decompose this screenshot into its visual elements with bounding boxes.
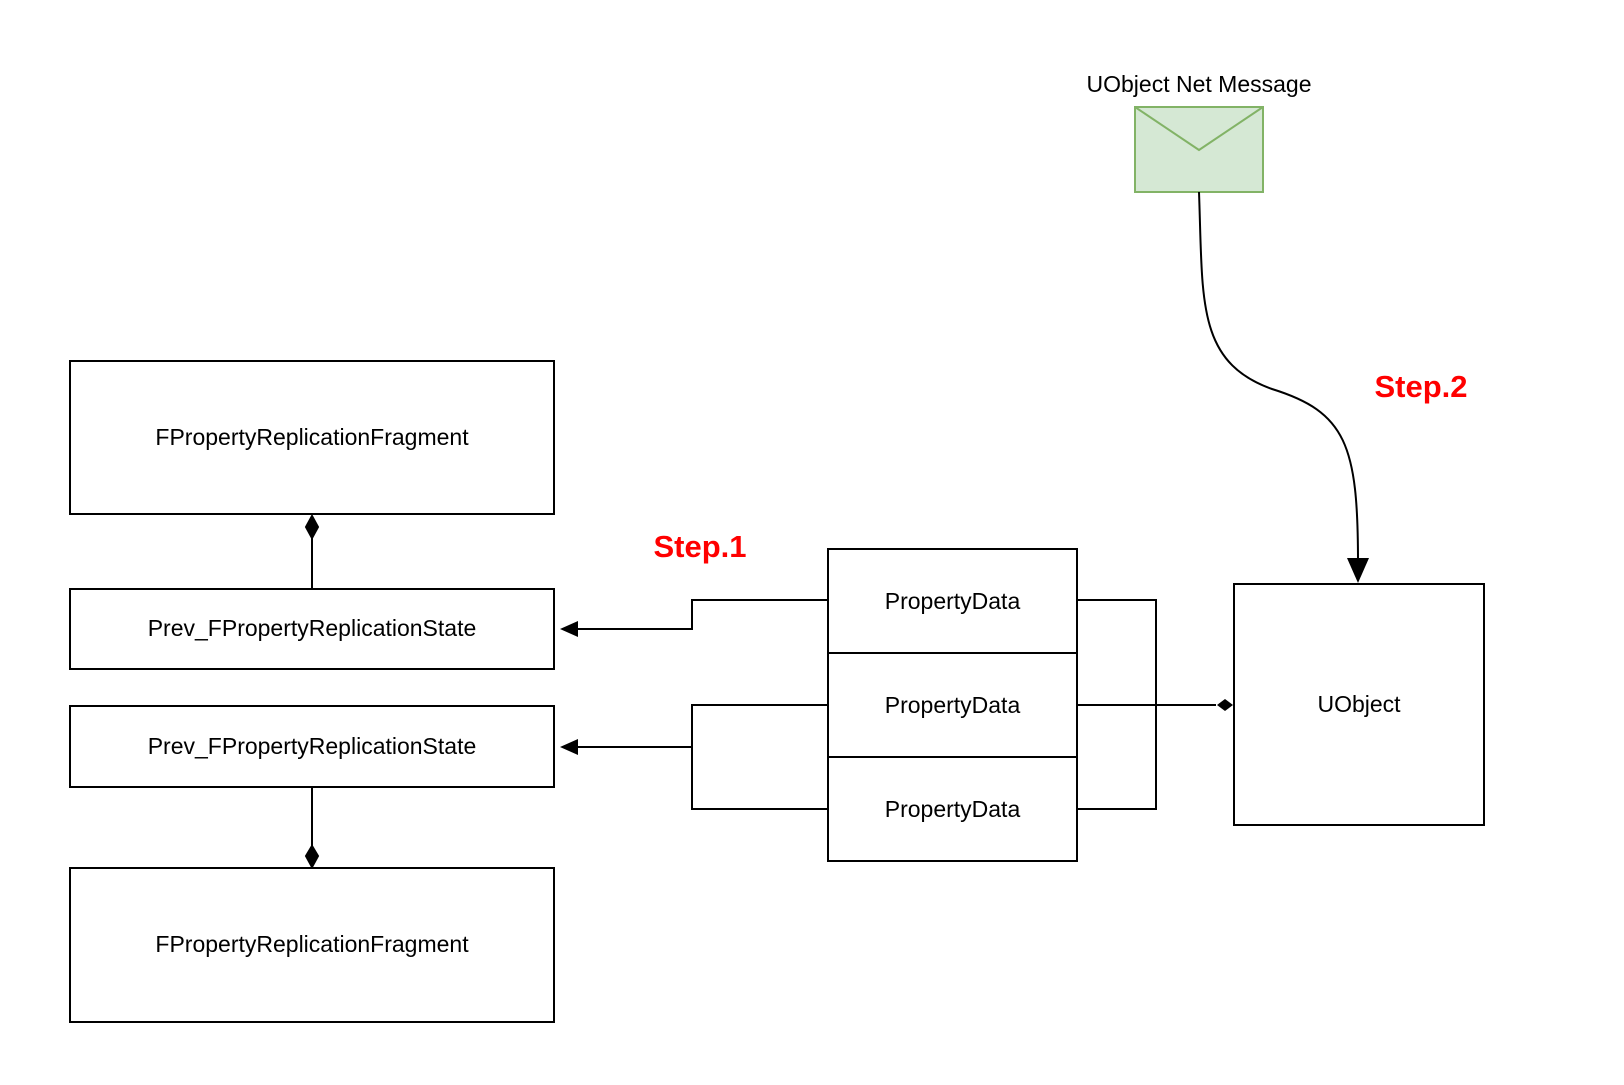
- arrowhead-left-icon: [560, 621, 578, 637]
- composition-edge-bottom: [304, 788, 320, 870]
- node-label: FPropertyReplicationFragment: [155, 423, 469, 450]
- property-data-row: PropertyData: [829, 652, 1076, 756]
- step1-edge: [560, 599, 827, 637]
- node-label: UObject: [1317, 690, 1401, 717]
- node-prev-state-1: Prev_FPropertyReplicationState: [69, 588, 555, 670]
- node-property-data-stack: PropertyData PropertyData PropertyData: [827, 548, 1078, 862]
- node-prev-state-2: Prev_FPropertyReplicationState: [69, 705, 555, 788]
- property-data-row: PropertyData: [829, 550, 1076, 652]
- node-fragment-bottom: FPropertyReplicationFragment: [69, 867, 555, 1023]
- node-label: Prev_FPropertyReplicationState: [147, 615, 477, 642]
- node-fragment-top: FPropertyReplicationFragment: [69, 360, 555, 515]
- envelope-caption: UObject Net Message: [1086, 71, 1312, 97]
- envelope-flap: [1134, 106, 1264, 152]
- node-uobject: UObject: [1233, 583, 1485, 826]
- node-label: PropertyData: [884, 587, 1021, 614]
- step2-edge: [1198, 191, 1369, 583]
- composition-diamond-icon: [1217, 699, 1233, 711]
- composition-diamond-icon: [304, 513, 320, 541]
- edge-line: [578, 599, 827, 630]
- uobject-junction-edge: [1078, 599, 1233, 810]
- node-label: Prev_FPropertyReplicationState: [147, 732, 477, 759]
- composition-edge-top: [304, 513, 320, 588]
- node-label: PropertyData: [884, 691, 1021, 718]
- arrowhead-left-icon: [560, 739, 578, 755]
- edge-curve: [1198, 191, 1359, 563]
- merged-left-edge: [560, 704, 827, 810]
- envelope-icon: [1134, 106, 1264, 193]
- node-label: PropertyData: [884, 795, 1021, 822]
- step2-label: Step.2: [1374, 369, 1468, 404]
- step1-label: Step.1: [653, 529, 747, 564]
- property-data-row: PropertyData: [829, 756, 1076, 860]
- composition-diamond-icon: [304, 844, 320, 870]
- node-label: FPropertyReplicationFragment: [155, 931, 469, 958]
- edge-line: [691, 704, 827, 810]
- arrowhead-down-icon: [1347, 558, 1369, 583]
